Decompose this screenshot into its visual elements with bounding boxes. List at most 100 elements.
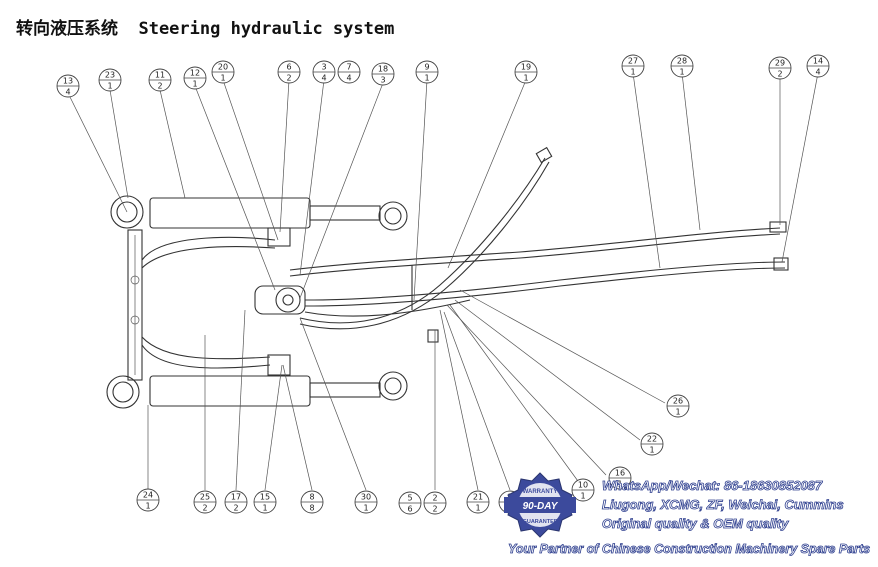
balloon-15: 151 xyxy=(253,490,277,514)
badge-top-text: WARRANTY xyxy=(523,489,558,495)
balloon-number: 15 xyxy=(260,493,270,502)
watermark-slogan: Your Partner of Chinese Construction Mac… xyxy=(508,542,871,557)
balloon-qty: 1 xyxy=(145,502,150,511)
balloon-qty: 1 xyxy=(220,74,225,83)
balloon-number: 19 xyxy=(521,63,531,72)
balloon-qty: 1 xyxy=(649,446,654,455)
balloon-number: 21 xyxy=(473,493,483,502)
watermark-brands-text: Liugong, XCMG, ZF, Weichai, Cummins xyxy=(602,497,845,513)
badge-mid-text: 90-DAY xyxy=(523,501,559,512)
balloon-qty: 1 xyxy=(679,68,684,77)
balloon-number: 27 xyxy=(628,57,638,66)
balloon-number: 29 xyxy=(775,59,785,68)
balloon-16: 161 xyxy=(608,466,632,490)
balloon-qty: 1 xyxy=(580,492,585,501)
balloon-20: 201 xyxy=(211,60,235,84)
watermark-quality-text: Original quality & OEM quality xyxy=(602,516,789,532)
balloon-number: 8 xyxy=(309,493,314,502)
balloon-number: 30 xyxy=(361,493,371,502)
balloon-number: 26 xyxy=(673,397,683,406)
balloon-qty: 4 xyxy=(815,68,820,77)
balloon-12: 121 xyxy=(183,66,207,90)
leader-lines xyxy=(67,72,819,491)
balloon-5: 56 xyxy=(398,491,422,515)
balloon-qty: 4 xyxy=(65,88,70,97)
balloon-number: 17 xyxy=(231,493,241,502)
balloon-number: 16 xyxy=(615,469,625,478)
balloon-22: 221 xyxy=(640,432,664,456)
balloon-25: 252 xyxy=(193,490,217,514)
balloon-number: 7 xyxy=(346,63,351,72)
part-balloons: 1342311121212016234741839119127128129214… xyxy=(56,54,830,515)
balloon-number: 6 xyxy=(286,63,291,72)
cylinder-frame xyxy=(127,229,143,381)
balloon-number: 13 xyxy=(63,77,73,86)
lower-steering-cylinder xyxy=(106,354,408,409)
balloon-number: 22 xyxy=(647,435,657,444)
balloon-18: 183 xyxy=(371,62,395,86)
balloon-number: 23 xyxy=(105,71,115,80)
balloon-qty: 1 xyxy=(630,68,635,77)
balloon-7: 74 xyxy=(337,60,361,84)
balloon-qty: 1 xyxy=(424,74,429,83)
balloon-3: 34 xyxy=(312,60,336,84)
warranty-badge: WARRANTY 90-DAY GUARANTEE xyxy=(504,472,576,538)
balloon-qty: 8 xyxy=(309,504,314,513)
balloon-qty: 2 xyxy=(777,70,782,79)
balloon-number: 9 xyxy=(424,63,429,72)
hoses xyxy=(141,146,789,369)
balloon-30: 301 xyxy=(354,490,378,514)
balloon-number: 3 xyxy=(321,63,326,72)
balloon-number: 25 xyxy=(200,493,210,502)
balloon-qty: 1 xyxy=(675,408,680,417)
balloon-11: 112 xyxy=(148,68,172,92)
balloon-8: 88 xyxy=(300,490,324,514)
balloon-number: 12 xyxy=(190,69,200,78)
watermark-quality: Original quality & OEM quality xyxy=(602,516,789,532)
balloon-number: 11 xyxy=(155,71,165,80)
balloon-10: 101 xyxy=(571,478,595,502)
balloon-qty: 1 xyxy=(363,504,368,513)
balloon-9: 91 xyxy=(415,60,439,84)
balloon-number: 24 xyxy=(143,491,153,500)
balloon-21: 211 xyxy=(466,490,490,514)
balloon-14: 144 xyxy=(806,54,830,78)
balloon-19: 191 xyxy=(514,60,538,84)
balloon-number: 20 xyxy=(218,63,228,72)
upper-steering-cylinder xyxy=(110,195,408,247)
watermark-slogan-text: Your Partner of Chinese Construction Mac… xyxy=(508,542,871,557)
balloon-qty: 1 xyxy=(107,82,112,91)
balloon-qty: 1 xyxy=(192,80,197,89)
balloon-2: 22 xyxy=(423,491,447,515)
balloon-qty: 2 xyxy=(286,74,291,83)
diagram-title: 转向液压系统 Steering hydraulic system xyxy=(16,19,395,39)
badge-bottom-text: GUARANTEE xyxy=(523,519,558,525)
balloon-27: 271 xyxy=(621,54,645,78)
balloon-qty: 1 xyxy=(262,504,267,513)
balloon-number: 10 xyxy=(578,481,588,490)
balloon-qty: 1 xyxy=(523,74,528,83)
balloon-29: 292 xyxy=(768,56,792,80)
balloon-number: 14 xyxy=(813,57,823,66)
balloon-number: 18 xyxy=(378,65,388,74)
balloon-qty: 4 xyxy=(321,74,326,83)
balloon-17: 172 xyxy=(224,490,248,514)
balloon-qty: 6 xyxy=(407,505,412,514)
balloon-13: 134 xyxy=(56,74,80,98)
watermark-brands: Liugong, XCMG, ZF, Weichai, Cummins xyxy=(602,497,845,513)
balloon-qty: 4 xyxy=(346,74,351,83)
balloon-qty: 2 xyxy=(233,504,238,513)
balloon-24: 241 xyxy=(136,488,160,512)
balloon-qty: 1 xyxy=(475,504,480,513)
balloon-28: 281 xyxy=(670,54,694,78)
balloon-26: 261 xyxy=(666,394,690,418)
watermark-contact-text: WhatsApp/Wechat: 86-18630852087 xyxy=(602,478,823,494)
watermark-contact: WhatsApp/Wechat: 86-18630852087 xyxy=(602,478,823,494)
balloon-number: 5 xyxy=(407,494,412,503)
balloon-number: 2 xyxy=(432,494,437,503)
balloon-number: 28 xyxy=(677,57,687,66)
steering-valve xyxy=(254,285,306,315)
balloon-6: 62 xyxy=(277,60,301,84)
balloon-qty: 2 xyxy=(202,504,207,513)
